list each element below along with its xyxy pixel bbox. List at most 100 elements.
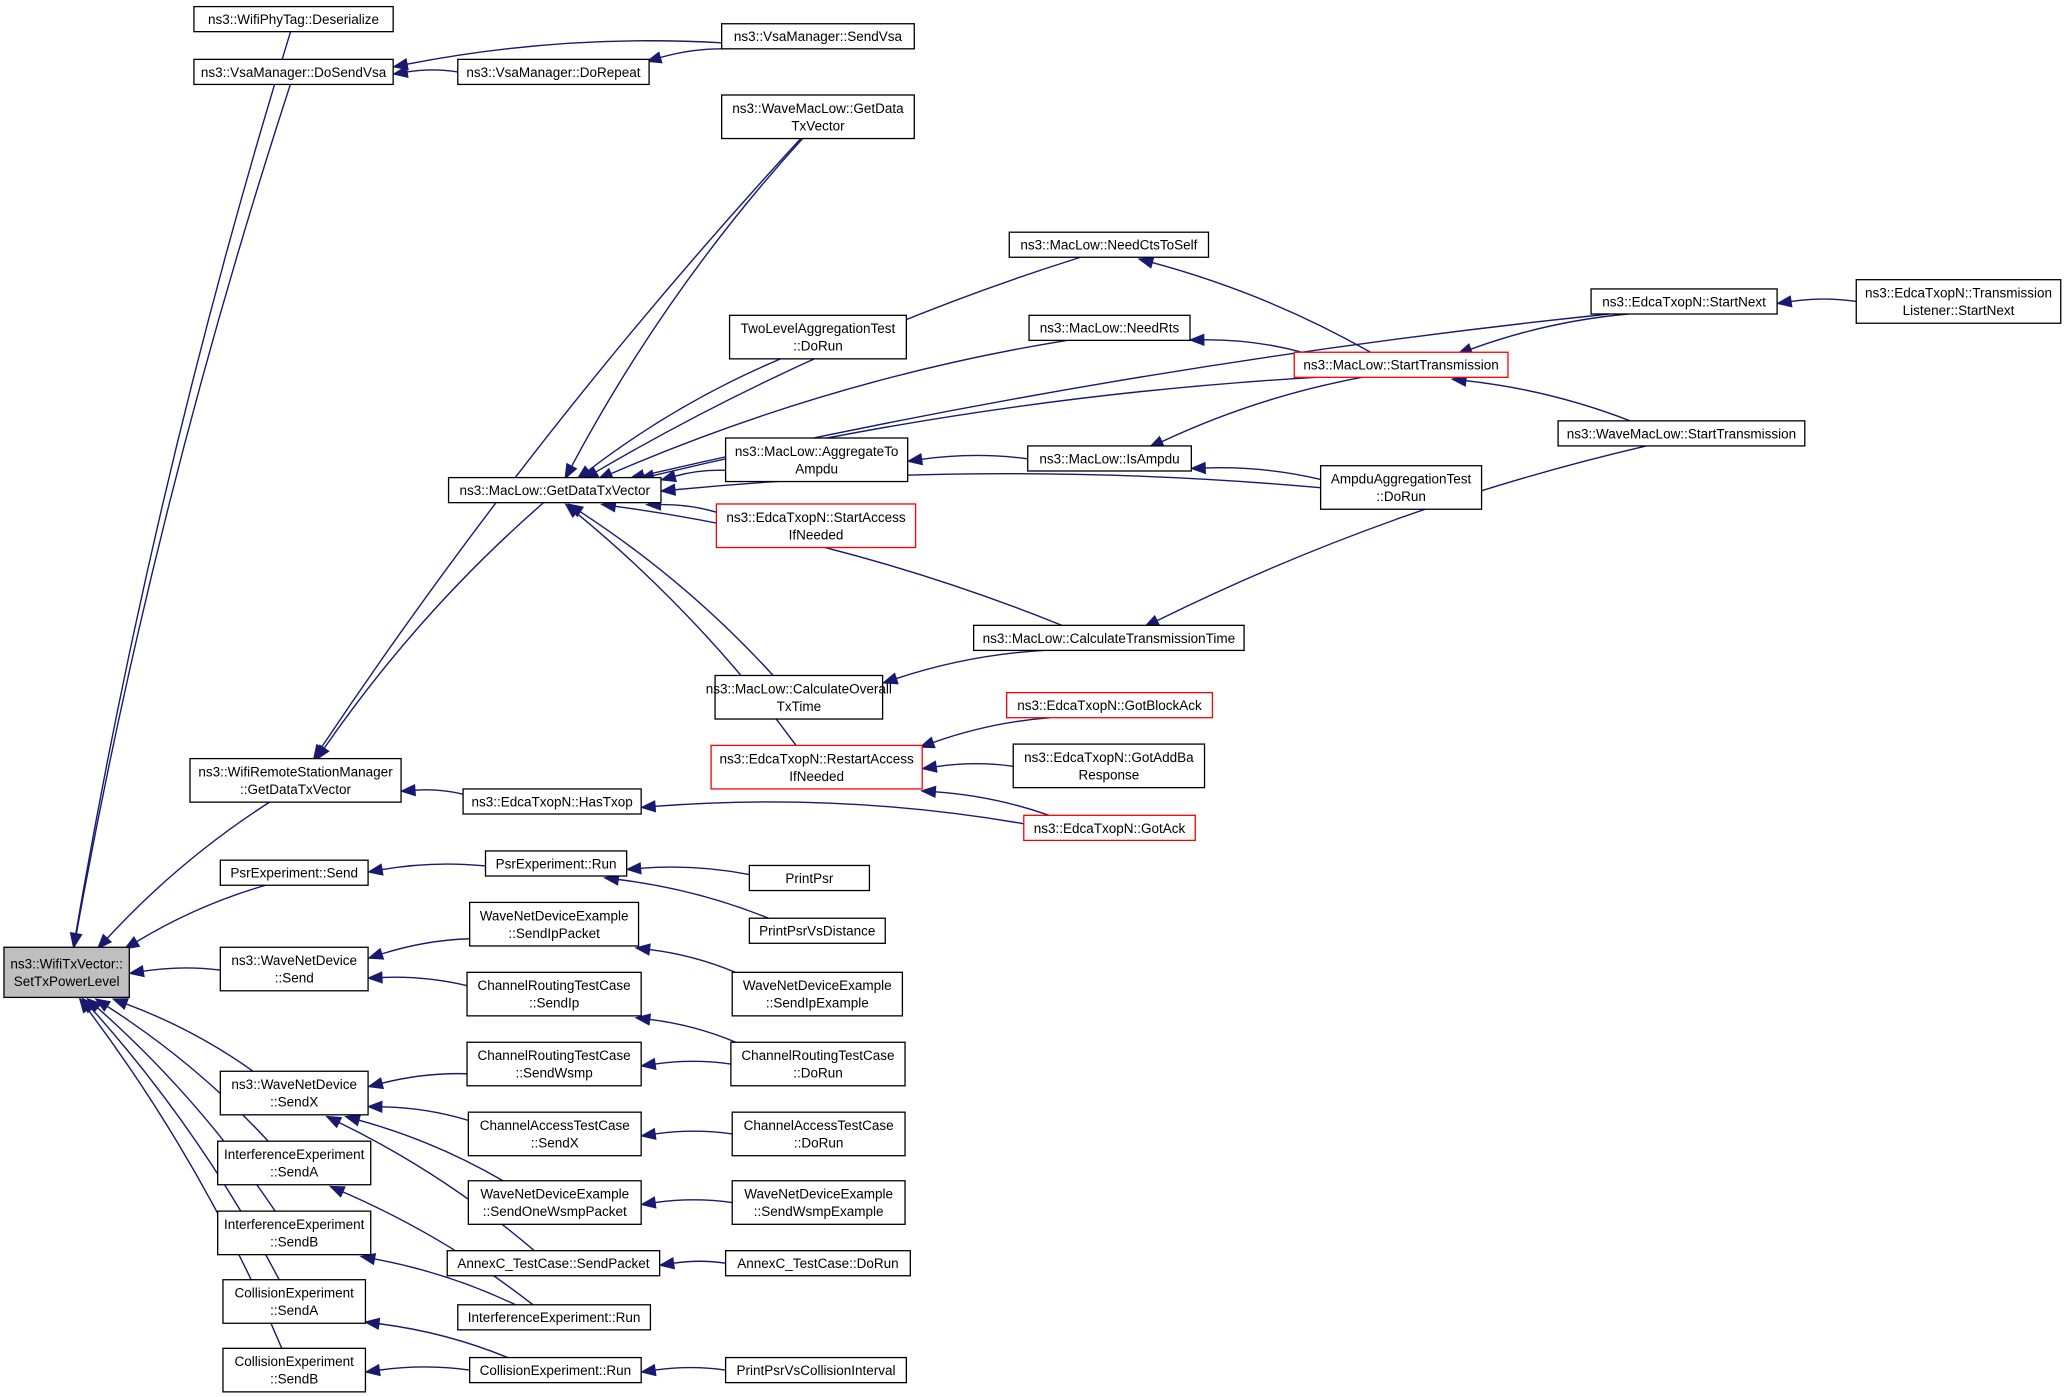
node-wndsendip[interactable]: WaveNetDeviceExample::SendIpPacket bbox=[469, 901, 640, 947]
node-label: PsrExperiment::Send bbox=[230, 866, 358, 881]
arrowhead bbox=[366, 863, 384, 876]
node-root[interactable]: ns3::WifiTxVector::SetTxPowerLevel bbox=[3, 946, 130, 999]
node-crtsendwsmp[interactable]: ChannelRoutingTestCase::SendWsmp bbox=[466, 1041, 642, 1087]
arrowhead bbox=[363, 1317, 381, 1331]
node-label: PrintPsrVsDistance bbox=[759, 924, 875, 939]
arrowhead bbox=[881, 672, 899, 685]
arrowhead bbox=[1137, 256, 1155, 269]
node-dosendvsa[interactable]: ns3::VsaManager::DoSendVsa bbox=[193, 58, 394, 86]
node-psrsend[interactable]: PsrExperiment::Send bbox=[219, 859, 369, 886]
node-startnext[interactable]: ns3::EdcaTxopN::StartNext bbox=[1590, 288, 1778, 315]
edge-printpsrdist-to-psrrun bbox=[618, 878, 769, 919]
node-label: ::DoRun bbox=[793, 1066, 843, 1081]
node-wrsm[interactable]: ns3::WifiRemoteStationManager::GetDataTx… bbox=[189, 757, 402, 803]
node-psrrun[interactable]: PsrExperiment::Run bbox=[484, 850, 628, 877]
node-printpsrcoll[interactable]: PrintPsrVsCollisionInterval bbox=[724, 1356, 908, 1384]
node-label: ns3::MacLow::GetDataTxVector bbox=[459, 483, 650, 498]
node-wndsendwsmpex[interactable]: WaveNetDeviceExample::SendWsmpExample bbox=[731, 1180, 906, 1225]
edge-starttrans-to-isampdu bbox=[1161, 376, 1363, 443]
node-phytag[interactable]: ns3::WifiPhyTag::Deserialize bbox=[193, 5, 394, 33]
node-box bbox=[748, 917, 886, 944]
node-label: ::SendA bbox=[270, 1303, 318, 1318]
node-wavestarttrans[interactable]: ns3::WaveMacLow::StartTransmission bbox=[1557, 420, 1806, 447]
node-starttrans[interactable]: ns3::MacLow::StartTransmission bbox=[1293, 351, 1509, 378]
node-label: ::SendA bbox=[270, 1165, 318, 1180]
arrowhead bbox=[918, 736, 936, 749]
node-box bbox=[222, 1279, 367, 1324]
arrowhead bbox=[660, 470, 678, 483]
edge-wavegetdata-to-wrsm bbox=[320, 138, 802, 748]
node-ampdutest[interactable]: AmpduAggregationTest::DoRun bbox=[1319, 465, 1483, 510]
node-box bbox=[462, 788, 642, 815]
arrowhead bbox=[564, 503, 581, 518]
node-box bbox=[724, 437, 909, 483]
node-twolevel[interactable]: TwoLevelAggregationTest::DoRun bbox=[728, 314, 908, 360]
node-label: CollisionExperiment bbox=[235, 1354, 355, 1369]
node-label: CollisionExperiment::Run bbox=[480, 1363, 632, 1378]
node-dorepeat[interactable]: ns3::VsaManager::DoRepeat bbox=[457, 58, 650, 86]
node-getdatatx[interactable]: ns3::MacLow::GetDataTxVector bbox=[447, 476, 662, 504]
arrowhead bbox=[1188, 333, 1205, 347]
node-printpsr[interactable]: PrintPsr bbox=[748, 864, 871, 892]
node-needcts[interactable]: ns3::MacLow::NeedCtsToSelf bbox=[1008, 231, 1210, 258]
node-calctranstime[interactable]: ns3::MacLow::CalculateTransmissionTime bbox=[972, 624, 1245, 652]
node-sendvsa[interactable]: ns3::VsaManager::SendVsa bbox=[721, 23, 915, 50]
node-box bbox=[1028, 314, 1191, 342]
node-iesenda[interactable]: InterferenceExperiment::SendA bbox=[217, 1140, 372, 1186]
edge-wavestarttrans-to-calctranstime bbox=[1156, 445, 1647, 622]
node-annexrun[interactable]: AnnexC_TestCase::DoRun bbox=[724, 1250, 911, 1277]
edge-calcoverall-to-getdatatx bbox=[579, 511, 774, 676]
node-wndsend[interactable]: ns3::WaveNetDevice::Send bbox=[219, 946, 369, 992]
node-cesenda[interactable]: CollisionExperiment::SendA bbox=[222, 1279, 367, 1324]
node-catdorun[interactable]: ChannelAccessTestCase::DoRun bbox=[731, 1111, 906, 1157]
edge-ierun-to-iesendb bbox=[374, 1258, 516, 1306]
arrowhead bbox=[639, 1057, 657, 1071]
edge-starttrans-to-needrts bbox=[1203, 339, 1303, 353]
node-label: TxTime bbox=[777, 699, 822, 714]
node-label: ns3::EdcaTxopN::GotAddBa bbox=[1024, 750, 1194, 765]
node-cerun[interactable]: CollisionExperiment::Run bbox=[469, 1356, 642, 1384]
node-wavegetdata[interactable]: ns3::WaveMacLow::GetDataTxVector bbox=[721, 94, 915, 140]
arrowhead bbox=[639, 1196, 657, 1209]
node-wndsendx[interactable]: ns3::WaveNetDevice::SendX bbox=[219, 1070, 369, 1116]
node-printpsrdist[interactable]: PrintPsrVsDistance bbox=[748, 917, 886, 944]
arrowhead bbox=[367, 947, 385, 960]
node-hastxop[interactable]: ns3::EdcaTxopN::HasTxop bbox=[462, 788, 642, 815]
node-annexsend[interactable]: AnnexC_TestCase::SendPacket bbox=[446, 1250, 661, 1277]
node-label: Listener::StartNext bbox=[1903, 303, 2015, 318]
node-translistener[interactable]: ns3::EdcaTxopN::TransmissionListener::St… bbox=[1855, 279, 2062, 324]
node-wndsendipex[interactable]: WaveNetDeviceExample::SendIpExample bbox=[731, 971, 904, 1017]
node-box bbox=[731, 1111, 906, 1157]
node-box bbox=[710, 744, 923, 790]
node-label: ::SendIpExample bbox=[766, 996, 869, 1011]
node-wndsendone[interactable]: WaveNetDeviceExample::SendOneWsmpPacket bbox=[467, 1180, 642, 1225]
node-box bbox=[219, 946, 369, 992]
node-gotack[interactable]: ns3::EdcaTxopN::GotAck bbox=[1023, 814, 1196, 842]
node-gotblockack[interactable]: ns3::EdcaTxopN::GotBlockAck bbox=[1005, 691, 1214, 719]
node-needrts[interactable]: ns3::MacLow::NeedRts bbox=[1028, 314, 1191, 342]
node-cesendb[interactable]: CollisionExperiment::SendB bbox=[222, 1347, 367, 1393]
node-label: ns3::VsaManager::SendVsa bbox=[734, 29, 903, 44]
node-label: ns3::VsaManager::DoSendVsa bbox=[201, 65, 387, 80]
node-crtsendip[interactable]: ChannelRoutingTestCase::SendIp bbox=[466, 971, 642, 1017]
node-box bbox=[731, 1180, 906, 1225]
node-label: WaveNetDeviceExample bbox=[743, 978, 892, 993]
edge-wavegetdata-to-getdatatx bbox=[571, 138, 804, 467]
node-catsendx[interactable]: ChannelAccessTestCase::SendX bbox=[467, 1111, 642, 1157]
arrowhead bbox=[1189, 461, 1206, 475]
node-box bbox=[3, 946, 130, 999]
node-box bbox=[446, 1250, 661, 1277]
edge-isampdu-to-aggregateto bbox=[921, 454, 1028, 460]
node-box bbox=[1293, 351, 1509, 378]
node-crtdorun[interactable]: ChannelRoutingTestCase::DoRun bbox=[730, 1041, 906, 1087]
node-ierun[interactable]: InterferenceExperiment::Run bbox=[457, 1304, 652, 1331]
arrowhead bbox=[366, 971, 383, 984]
edge-catdorun-to-catsendx bbox=[655, 1130, 733, 1135]
node-iesendb[interactable]: InterferenceExperiment::SendB bbox=[217, 1210, 372, 1256]
node-isampdu[interactable]: ns3::MacLow::IsAmpdu bbox=[1027, 445, 1192, 472]
